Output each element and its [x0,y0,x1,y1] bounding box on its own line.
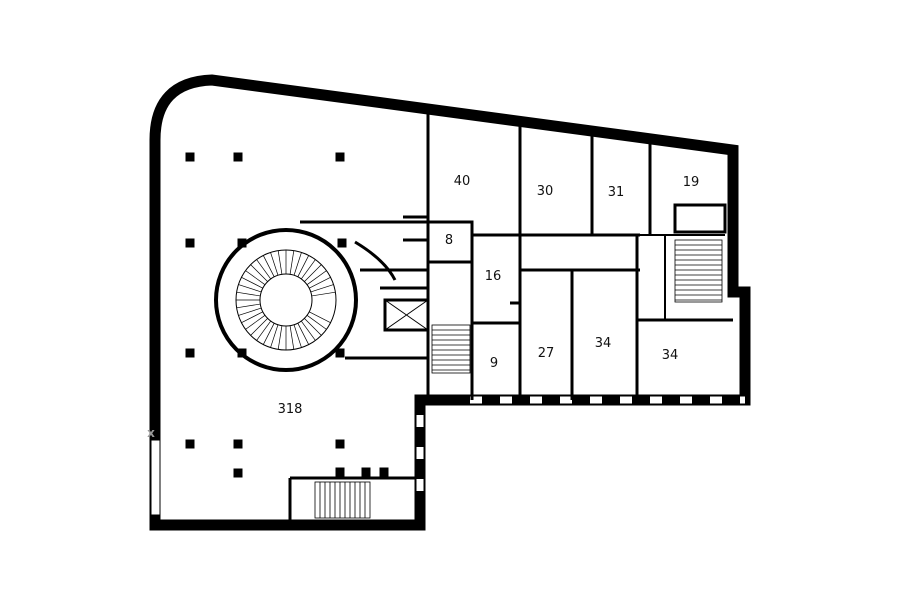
column [335,348,345,358]
column [237,238,247,248]
stair-tread [304,264,322,282]
room-27-label: 27 [538,346,555,361]
column [379,467,389,477]
column [361,467,371,477]
stair-tread [293,252,302,276]
column [233,152,243,162]
stair-tread [238,284,262,293]
room-9-label: 9 [490,356,498,371]
marker-x: x [147,426,155,440]
room-8-label: 8 [445,233,453,248]
column [233,439,243,449]
stair-tread [250,264,268,282]
room-34-label: 34 [662,348,679,363]
stair-tread [306,314,327,330]
stair-tread [304,318,322,336]
stair-tread [297,323,310,345]
stair-tread [256,259,272,280]
stair-tread [300,259,316,280]
stair-tread [297,255,310,277]
stair-tread [262,323,275,345]
stair-tread [311,291,336,297]
stair-tread [256,320,272,341]
stair-tread [236,291,261,297]
column [185,238,195,248]
room-40-label: 40 [454,174,471,189]
column [335,439,345,449]
stair-tread [277,250,283,275]
stair-tread [245,314,266,330]
stair-tread [309,311,331,324]
room-31-label: 31 [608,185,625,200]
column [335,467,345,477]
column [233,468,243,478]
stair-tread [293,324,302,348]
stair-tread [262,255,275,277]
stair-tread [289,250,295,275]
stair-tread [236,303,261,309]
stair-tread [300,320,316,341]
stair-tread [277,325,283,350]
stair-tread [270,252,279,276]
column [185,439,195,449]
elevator-icon [384,299,429,331]
column [185,152,195,162]
stair-tread [289,325,295,350]
outer-walls [149,74,751,531]
stair-tread [241,276,263,289]
stair-tread [241,311,263,324]
room-30-label: 30 [537,184,554,199]
room-34-label: 34 [595,336,612,351]
stair-tread [306,270,327,286]
stair-tread [310,284,334,293]
stair-tread [250,318,268,336]
column [185,348,195,358]
spiral-staircase [214,228,397,372]
stair-tread [270,324,279,348]
interior-walls [288,110,733,520]
column [337,238,347,248]
room-19-label: 19 [683,175,700,190]
room-318-label: 318 [278,402,303,417]
column [335,152,345,162]
stairs [314,239,723,519]
stair-tread [309,276,331,289]
stair-tread [245,270,266,286]
columns [185,152,389,478]
room-16-label: 16 [485,269,502,284]
stair-tread [238,307,262,316]
column [237,348,247,358]
